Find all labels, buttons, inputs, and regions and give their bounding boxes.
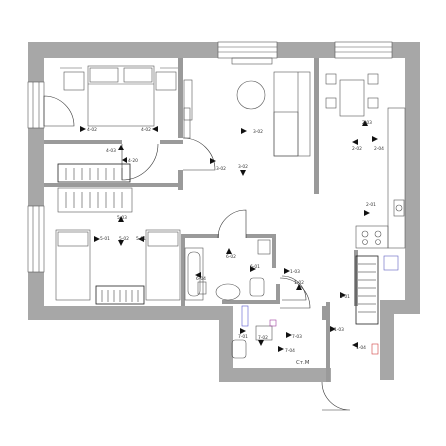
svg-text:7-02: 7-02 <box>258 335 268 341</box>
svg-text:7-04: 7-04 <box>285 348 295 354</box>
svg-text:4-03: 4-03 <box>106 148 116 154</box>
svg-text:6-01: 6-01 <box>250 264 260 270</box>
svg-text:6-02: 6-02 <box>226 254 236 260</box>
svg-text:1-01: 1-01 <box>340 294 350 300</box>
wc-furniture <box>231 255 399 359</box>
living-furniture <box>183 57 311 157</box>
interior-walls <box>44 58 358 382</box>
svg-text:4-20: 4-20 <box>128 158 138 164</box>
svg-text:7-03: 7-03 <box>292 334 302 340</box>
svg-text:4-02: 4-02 <box>141 127 151 133</box>
svg-text:7-01: 7-01 <box>238 334 248 340</box>
svg-text:2-01: 2-01 <box>366 202 376 208</box>
bedroom1-furniture <box>57 65 193 183</box>
svg-text:Ст.М: Ст.М <box>296 360 310 366</box>
svg-text:2-04: 2-04 <box>374 146 384 152</box>
marker-labels: 4-02 4-02 4-03 4-20 3-02 3-02 3-02 2-03 … <box>80 120 384 366</box>
svg-text:1-03: 1-03 <box>334 327 344 333</box>
svg-text:1-02: 1-02 <box>294 280 304 286</box>
outer-walls <box>28 42 420 382</box>
svg-text:5-02: 5-02 <box>119 236 129 242</box>
svg-text:2-03: 2-03 <box>362 120 372 126</box>
svg-text:5-01: 5-01 <box>136 236 146 242</box>
svg-text:1-04: 1-04 <box>356 345 366 351</box>
svg-text:5-01: 5-01 <box>100 236 110 242</box>
bathroom-furniture <box>184 239 271 301</box>
kitchen-furniture <box>325 73 406 249</box>
svg-text:5-03: 5-03 <box>117 215 127 221</box>
svg-text:3-02: 3-02 <box>238 164 248 170</box>
svg-text:2-02: 2-02 <box>352 146 362 152</box>
bedroom2-furniture <box>55 187 181 305</box>
door-swings <box>43 95 351 411</box>
svg-text:4-02: 4-02 <box>87 127 97 133</box>
svg-text:3-02: 3-02 <box>253 129 263 135</box>
svg-text:3-02: 3-02 <box>216 166 226 172</box>
svg-text:6-04: 6-04 <box>196 276 206 282</box>
svg-text:1-03: 1-03 <box>290 269 300 275</box>
